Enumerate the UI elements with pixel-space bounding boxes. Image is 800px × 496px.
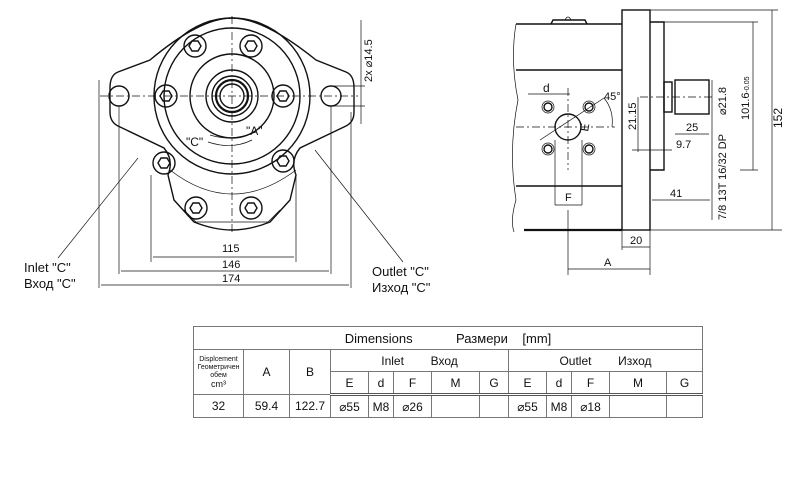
dim-20: 20 (630, 235, 642, 247)
side-view: d 45° E F 21.15 ⌀21.8 101.6-0.05 152 25 … (512, 9, 785, 275)
dim-21-15: 21.15 (627, 102, 639, 130)
sub-header: d (546, 371, 572, 396)
rotation-c-label: "C" (186, 135, 203, 149)
rotation-a-label: "A" (246, 124, 263, 138)
table-title: Dimensions Размери [mm] (193, 326, 703, 350)
header-a: A (243, 349, 290, 395)
dim-25: 25 (686, 122, 698, 134)
cell-a: 59.4 (243, 394, 290, 418)
cell-inlet-g (479, 394, 509, 418)
front-view: "C" "A" 2x ⌀14.5 115 146 174 Inlet "C" В… (24, 16, 431, 295)
dimensions-table: Dimensions Размери [mm] Displcement Геом… (193, 326, 703, 418)
sub-header: G (666, 371, 703, 396)
mount-hole-dim: 2x ⌀14.5 (363, 39, 375, 82)
bolt-heads (152, 34, 295, 220)
header-b: B (289, 349, 331, 395)
cell-b: 122.7 (289, 394, 331, 418)
sub-header: F (571, 371, 610, 396)
cell-outlet-f: ⌀18 (571, 394, 610, 418)
dim-115: 115 (222, 243, 240, 255)
outlet-label-ru: Изход "C" (372, 280, 431, 295)
dim-9-7: 9.7 (676, 139, 691, 151)
sub-header: M (609, 371, 667, 396)
technical-drawing: "C" "A" 2x ⌀14.5 115 146 174 Inlet "C" В… (24, 9, 785, 295)
label-45-deg: 45° (604, 91, 621, 103)
sub-header: d (368, 371, 394, 396)
label-e: E (577, 122, 592, 132)
dim-shaft-diameter: ⌀21.8 (717, 87, 729, 115)
cell-outlet-g (666, 394, 703, 418)
dim-41: 41 (670, 188, 682, 200)
cell-inlet-m (431, 394, 480, 418)
cell-outlet-m (609, 394, 667, 418)
header-outlet: Outlet Изход (508, 349, 703, 372)
outlet-label-en: Outlet "C" (372, 264, 429, 279)
dim-a: A (604, 257, 612, 269)
dim-152: 152 (771, 108, 785, 128)
cell-inlet-f: ⌀26 (393, 394, 432, 418)
dim-pilot-diameter: 101.6-0.05 (740, 76, 752, 120)
header-inlet: Inlet Вход (330, 349, 509, 372)
spline-spec: 7/8 13T 16/32 DP (717, 134, 729, 220)
cell-outlet-d: M8 (546, 394, 572, 418)
sub-header: G (479, 371, 509, 396)
sub-header: E (508, 371, 547, 396)
sub-header: E (330, 371, 369, 396)
sub-header: F (393, 371, 432, 396)
mounting-flange (621, 9, 651, 231)
label-d: d (543, 81, 550, 95)
inlet-label-en: Inlet "C" (24, 260, 71, 275)
inlet-label-ru: Вход "C" (24, 276, 76, 291)
table-row: 32 59.4 122.7 ⌀55 M8 ⌀26 ⌀55 M8 ⌀18 (193, 394, 703, 418)
displacement-header: Displcement Геометричен обем cm³ (193, 349, 244, 395)
sub-header: M (431, 371, 480, 396)
label-f: F (565, 192, 572, 204)
cell-displacement: 32 (193, 394, 244, 418)
dim-146: 146 (222, 259, 240, 271)
cell-inlet-d: M8 (368, 394, 394, 418)
cell-inlet-e: ⌀55 (330, 394, 369, 418)
cell-outlet-e: ⌀55 (508, 394, 547, 418)
dim-174: 174 (222, 273, 240, 285)
